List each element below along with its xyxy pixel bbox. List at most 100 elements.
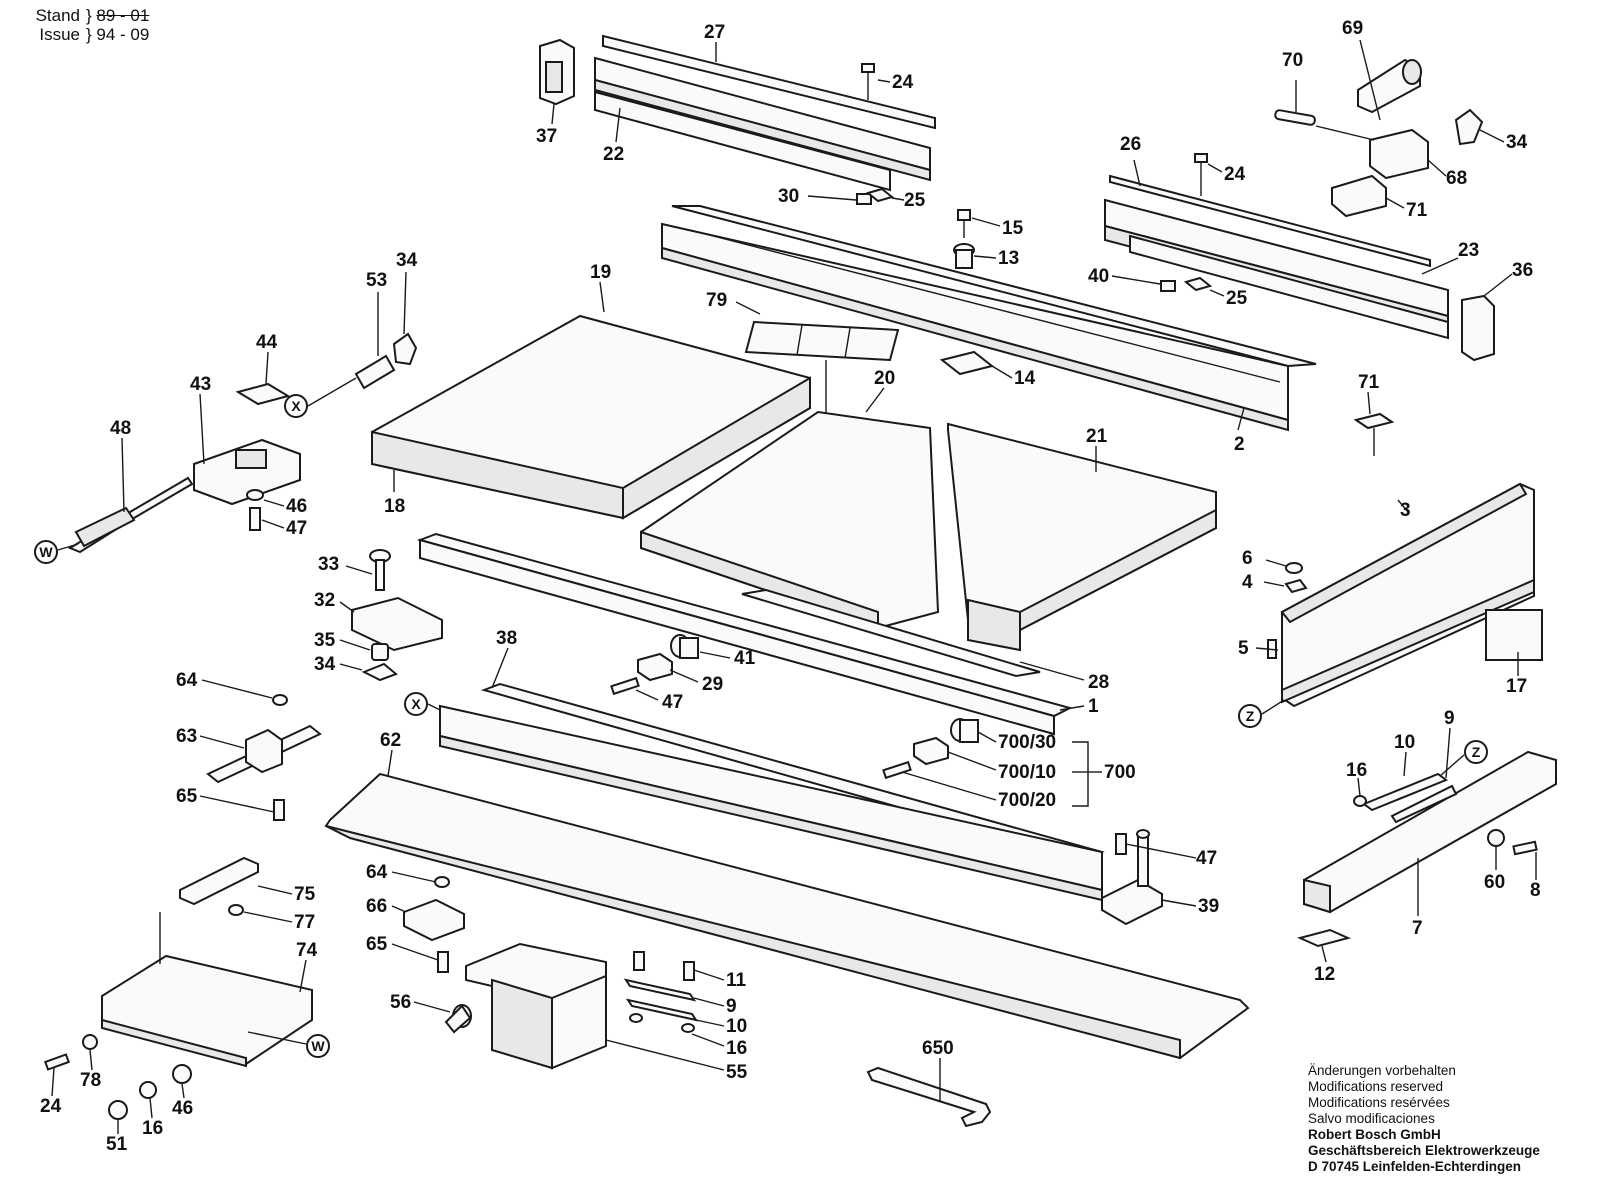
part-label: 69: [1342, 18, 1363, 39]
stand-value: 89 - 01: [96, 6, 150, 25]
guide-rail-38: [439, 682, 1105, 902]
washer-46a: [246, 489, 264, 501]
stop-arm-69: [1357, 58, 1422, 114]
company-name: Robert Bosch GmbH: [1308, 1127, 1441, 1142]
part-label: 1: [1088, 696, 1099, 717]
part-label: 47: [662, 692, 683, 713]
part-label: 34: [314, 654, 336, 675]
footer-notice: Änderungen vorbehalten Modifications res…: [1308, 1063, 1540, 1175]
part-label: 46: [286, 496, 307, 517]
part-label: 29: [702, 674, 723, 695]
washer-16a: [1353, 795, 1367, 807]
screw-8: [1512, 840, 1538, 856]
cylinder-700-30: [950, 718, 979, 743]
part-label: 20: [874, 368, 895, 389]
svg-text:X: X: [291, 398, 301, 414]
wing-nut-34c: [361, 662, 398, 682]
washer-60: [1487, 829, 1505, 847]
part-label: 19: [590, 262, 611, 283]
leader-lines: [51, 39, 1537, 1134]
knob-33: [369, 549, 391, 591]
callout-w-left: W: [34, 540, 58, 564]
part-label: 66: [366, 896, 387, 917]
brace: }: [86, 6, 97, 25]
part-labels: 27 24 37 22 30 25 69 70 34 68 26 24 71 1…: [40, 18, 1541, 1155]
screw-24a: [861, 63, 875, 100]
plate-10a: [1361, 772, 1449, 812]
part-label: 700: [1104, 762, 1136, 783]
part-label: 14: [1014, 368, 1036, 389]
washer-16c: [139, 1081, 157, 1099]
part-label: 40: [1088, 266, 1109, 287]
part-label: 46: [172, 1098, 193, 1119]
part-label: 13: [998, 248, 1019, 269]
part-label: 44: [256, 332, 278, 353]
brace: }: [86, 25, 97, 44]
fence-rail-27: [594, 34, 936, 192]
part-label: 15: [1002, 218, 1024, 239]
part-label: 65: [176, 786, 198, 807]
housing-55: [465, 942, 607, 1070]
part-label: 47: [286, 518, 307, 539]
stop-block-68: [1369, 128, 1429, 180]
part-label: 77: [294, 912, 315, 933]
part-label: 9: [726, 996, 737, 1017]
part-label: 11: [726, 970, 747, 991]
part-label: 25: [1226, 288, 1248, 309]
bushing-35: [371, 643, 389, 661]
part-label: 32: [314, 590, 335, 611]
part-label: 700/20: [998, 790, 1056, 811]
label-17: [1485, 609, 1543, 661]
nut-64a: [272, 694, 288, 706]
part-label: 35: [314, 630, 336, 651]
part-label: 68: [1446, 168, 1467, 189]
company-division: Geschäftsbereich Elektrowerkzeuge: [1308, 1143, 1540, 1158]
callout-z-right: Z: [1464, 740, 1488, 764]
part-label: 16: [1346, 760, 1367, 781]
part-label: 22: [603, 144, 624, 165]
plate-12: [1297, 928, 1351, 948]
end-cap-36: [1461, 294, 1495, 362]
bar-9a: [1390, 784, 1458, 824]
part-label: 34: [1506, 132, 1528, 153]
part-label: 28: [1088, 672, 1109, 693]
mount-bracket-74: [101, 954, 313, 1068]
nut-64b: [434, 876, 450, 888]
profile-rail-1: [416, 532, 1073, 736]
part-label: 6: [1242, 548, 1253, 569]
part-label: 62: [380, 730, 401, 751]
part-label: 26: [1120, 134, 1141, 155]
clamp-body-43: [193, 438, 301, 506]
footer-note: Änderungen vorbehalten: [1308, 1063, 1456, 1078]
cap-51: [108, 1100, 128, 1120]
cylinder-41: [670, 634, 699, 659]
block-32: [351, 596, 443, 652]
part-label: 60: [1484, 872, 1505, 893]
threaded-rod-48: [67, 476, 194, 554]
screw-65b: [437, 951, 449, 973]
slide-block-71a: [1331, 174, 1387, 218]
clamp-66: [403, 898, 465, 942]
washer-46b: [172, 1064, 192, 1084]
part-label: 65: [366, 934, 388, 955]
scale-strip-28: [741, 588, 1041, 678]
screw-47a: [249, 507, 261, 531]
part-label: 37: [536, 126, 557, 147]
part-label: 64: [366, 862, 388, 883]
part-label: 10: [726, 1016, 747, 1037]
callout-z-left: Z: [1238, 704, 1262, 728]
part-label: 5: [1238, 638, 1249, 659]
table-panel-21: [947, 422, 1217, 652]
part-label: 21: [1086, 426, 1108, 447]
svg-text:W: W: [39, 544, 53, 560]
part-label: 64: [176, 670, 198, 691]
part-label: 79: [706, 290, 727, 311]
nut-77: [228, 904, 244, 916]
part-label: 2: [1234, 434, 1245, 455]
part-label: 27: [704, 22, 725, 43]
clamp-plate-44: [235, 382, 291, 406]
part-label: 10: [1394, 732, 1415, 753]
part-label: 38: [496, 628, 517, 649]
issue-label: Issue: [39, 25, 80, 44]
